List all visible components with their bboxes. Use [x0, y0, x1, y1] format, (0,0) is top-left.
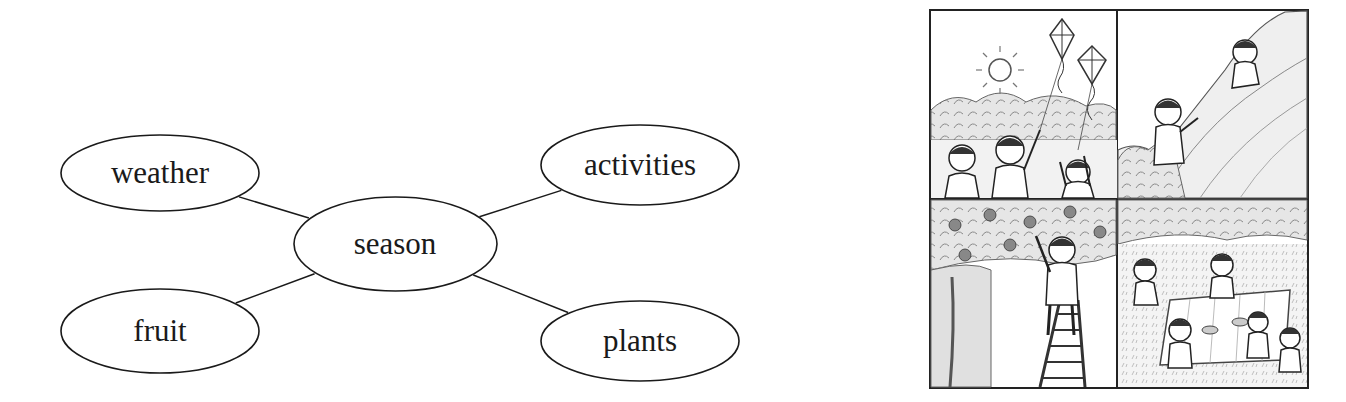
- topic-ellipse: plants: [540, 300, 740, 382]
- topic-ellipse: weather: [60, 134, 260, 212]
- topic-label: plants: [603, 324, 677, 358]
- topic-ellipse: fruit: [60, 288, 260, 374]
- connector-line: [239, 197, 309, 218]
- apple-picking-panel: [931, 200, 1116, 387]
- connector-line: [473, 275, 568, 313]
- topic-label: fruit: [133, 314, 186, 348]
- topic-ellipse: activities: [540, 124, 740, 206]
- topic-label: weather: [111, 156, 209, 190]
- topic-label: activities: [584, 148, 696, 182]
- climbing-panel: [1118, 11, 1307, 198]
- topic-ellipse: season: [293, 196, 498, 292]
- topic-label: season: [354, 227, 437, 261]
- connector-line: [479, 190, 561, 216]
- kite-panel: [931, 19, 1117, 198]
- connector-line: [236, 274, 315, 303]
- picnic-panel: [1118, 200, 1307, 387]
